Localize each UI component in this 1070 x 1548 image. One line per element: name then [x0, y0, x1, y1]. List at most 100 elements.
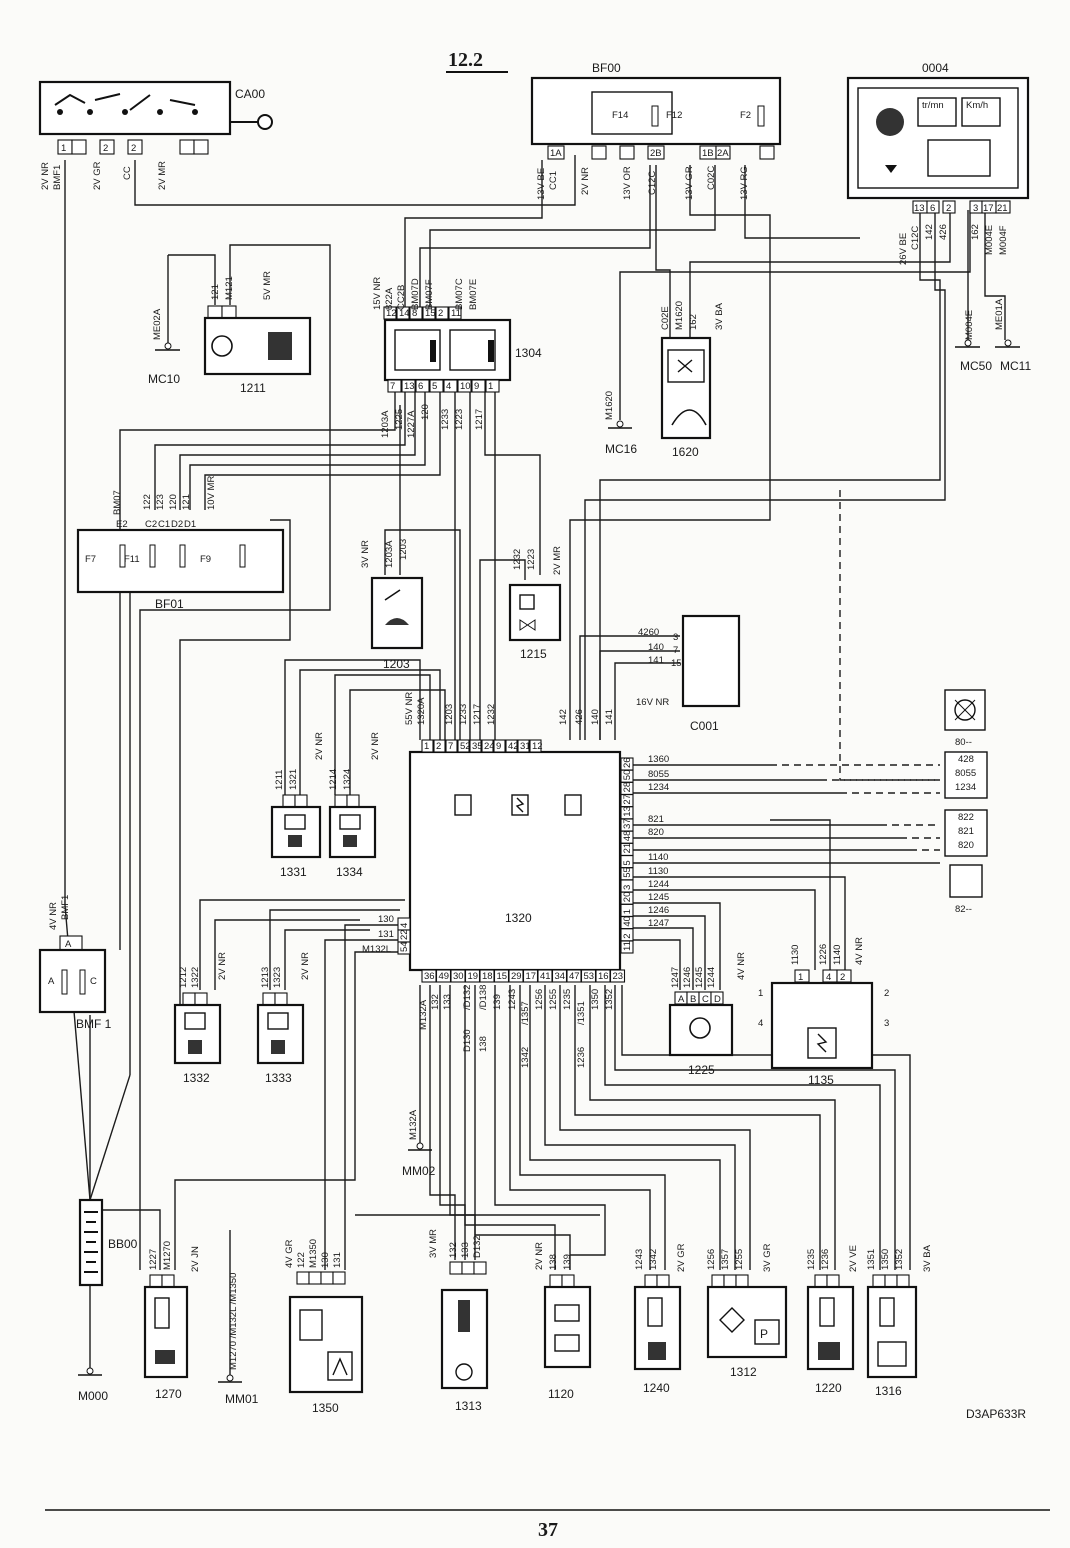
label-1135: 1135 [808, 1073, 834, 1087]
ecu-right-pin-48: 48 [622, 831, 633, 842]
label-CA00: CA00 [235, 87, 265, 101]
wire-121: 121 [210, 284, 221, 300]
ecu-bottom-pin-17: 17 [526, 971, 537, 982]
relay1304-bot-pin-box-4 [443, 379, 458, 393]
ecu-right-pin-13: 13 [622, 806, 633, 817]
wire-162-top: 162 [970, 224, 981, 240]
antitheft-connector-82: 822 821 820 82-- [944, 809, 988, 915]
wire-428: 428 [958, 754, 974, 765]
conn-10vmr: 10V MR [206, 476, 217, 510]
wire-4260: 4260 [638, 627, 659, 638]
pin-c001-15: 15 [671, 658, 682, 669]
wire-133-b: 133 [460, 1242, 471, 1258]
ecu-top-pin-box-3 [457, 739, 470, 753]
pin-1225-D: D [714, 994, 721, 1005]
fuse-F9: F9 [200, 554, 211, 565]
ecu-right-pin-50: 50 [622, 770, 633, 781]
ecu-right-pin-40: 40 [622, 916, 633, 927]
inertia-switch-1203: 1203 [370, 576, 424, 671]
ecu-right-pin-11: 11 [622, 941, 633, 951]
wire-139: 139 [492, 994, 503, 1010]
section-title: 12.2 [448, 49, 483, 71]
fuse-BMF1: A A C BMF 1 [38, 935, 112, 1031]
coolant-icon [818, 1342, 840, 1360]
conn-4vnr-1135: 4V NR [854, 937, 865, 965]
injector-1332: 1332 [173, 992, 222, 1085]
label-1203: 1203 [383, 657, 410, 671]
relay1304-top-pin-15: 15 [425, 308, 436, 319]
pin-0004-13: 13 [914, 203, 925, 214]
wire-426: 426 [574, 709, 585, 725]
wire-132: 132 [430, 994, 441, 1010]
label-1316: 1316 [875, 1384, 902, 1398]
label-km-h: Km/h [966, 100, 988, 111]
label-1312: 1312 [730, 1365, 757, 1379]
relay1304-bot-pin-13: 13 [404, 381, 415, 392]
wire-CC2B: CC2B [396, 285, 407, 310]
relay1304-top-pin-box-5 [448, 306, 462, 320]
snowflake-icon [954, 699, 976, 721]
ecu-top-pin-7: 7 [448, 741, 453, 752]
ca00-conn-2: 2V GR [92, 161, 103, 190]
wire-1217-b: 1217 [472, 704, 483, 725]
wire-1225: 1225 [394, 409, 405, 430]
conn-4vnr-1225: 4V NR [736, 952, 747, 980]
wire-1342-b: 1342 [648, 1249, 659, 1270]
wire-1352-b: 1352 [894, 1249, 905, 1270]
tachometer-icon [876, 108, 904, 136]
wire-138-b: 138 [548, 1254, 559, 1270]
ground-label-MC11: MC11 [1000, 359, 1031, 373]
ecu-right-pin-27: 27 [622, 794, 633, 805]
conn-3vnr: 3V NR [360, 540, 371, 568]
wire-BM07: BM07 [112, 490, 123, 515]
ground-MM02: MM02 [402, 1142, 436, 1178]
label-1333: 1333 [265, 1071, 292, 1085]
ecu-top-pin-1: 1 [424, 741, 429, 752]
ground-MC50: MC50 [955, 339, 992, 373]
wire-120-a: 120 [420, 404, 431, 420]
relay1304-top-pin-11: 11 [451, 308, 461, 319]
pin-0004-2: 2 [946, 203, 951, 214]
relay1304-bot-pin-box-2 [415, 379, 430, 393]
label-1620: 1620 [672, 445, 699, 459]
conn-3vgr: 3V GR [762, 1243, 773, 1272]
ground-label-MM02: MM02 [402, 1164, 436, 1178]
pressure-sensor-1350: 1350 [288, 1271, 364, 1415]
ground-label-MC10: MC10 [148, 372, 180, 386]
ecu-bottom-pin-15: 15 [497, 971, 508, 982]
ecu-top-pin-box-6 [493, 739, 506, 753]
ecu-bottom-pin-19: 19 [468, 971, 479, 982]
label-1350: 1350 [312, 1401, 339, 1415]
label-1215: 1215 [520, 647, 547, 661]
wire-C02E: C02E [660, 306, 671, 330]
conn-3vba-1316: 3V BA [922, 1244, 933, 1272]
battery-BB00: BB00 [78, 1198, 138, 1287]
label-BMF1: BMF 1 [76, 1017, 112, 1031]
wire-1245-b: 1245 [694, 967, 705, 988]
ecu-top-pin-box-2 [445, 739, 458, 753]
relay1304-bot-pin-5: 5 [432, 381, 437, 392]
wire-1243-b: 1243 [634, 1249, 645, 1270]
coil-pin-1: 1 [758, 988, 763, 999]
conn-2vgr: 2V GR [676, 1243, 687, 1272]
wire-1227: 1227 [148, 1249, 159, 1270]
wire-1246-b: 1246 [682, 967, 693, 988]
pin-bf01-D1: D1 [184, 519, 196, 530]
relay1304-bot-pin-4: 4 [446, 381, 451, 392]
wire-820: 820 [648, 827, 664, 838]
ground-MC11: MC11 [995, 339, 1031, 373]
ecu-top-pin-9: 9 [496, 741, 501, 752]
label-BF01: BF01 [155, 597, 184, 611]
spark-icon [816, 1033, 828, 1053]
wire-140-b: 140 [590, 709, 601, 725]
ignition-switch-CA00: CA00 1 2 2 [38, 80, 273, 155]
ground-label-MC16: MC16 [605, 442, 637, 456]
relay1304-bot-pin-9: 9 [474, 381, 479, 392]
ground-MC16: MC16 [605, 420, 637, 456]
ecu-bottom-pin-18: 18 [482, 971, 493, 982]
ecu-right-pin-37: 37 [622, 818, 633, 829]
wire-1140-b: 1140 [832, 945, 843, 965]
pin-0004-17: 17 [983, 203, 994, 214]
wire-1246: 1246 [648, 905, 669, 916]
wire-123: 123 [155, 494, 166, 510]
